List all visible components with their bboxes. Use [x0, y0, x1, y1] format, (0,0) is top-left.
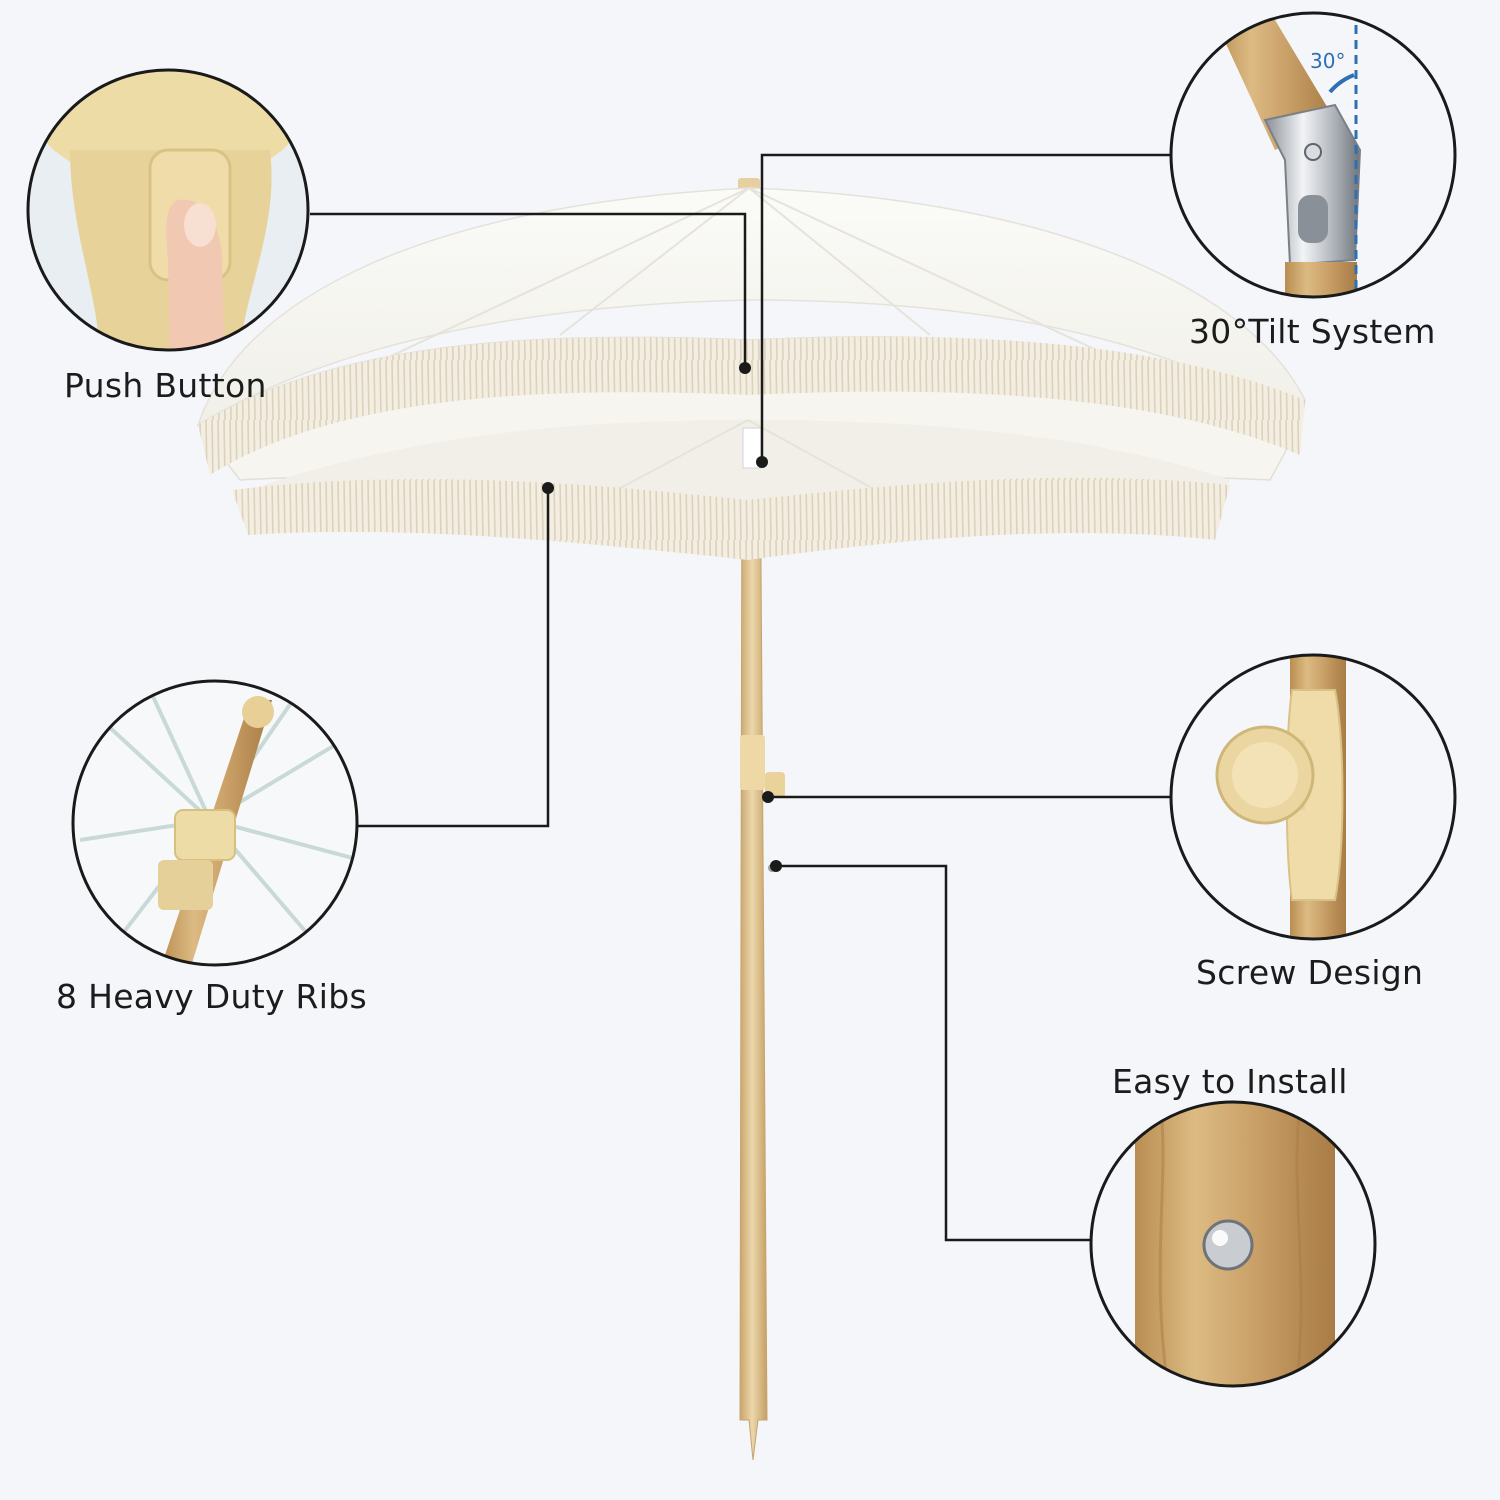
- callout-dots: [542, 362, 782, 872]
- callout-lines: [310, 153, 1172, 1242]
- detail-install: [1089, 1100, 1377, 1388]
- easy-install-label: Easy to Install: [1112, 1062, 1348, 1101]
- tilt-system-label: 30°Tilt System: [1189, 312, 1436, 351]
- detail-ribs: [71, 679, 359, 967]
- umbrella-fringe-upper: [198, 336, 1305, 475]
- umbrella: [196, 178, 1306, 1461]
- tilt-angle-label: 30°: [1310, 49, 1346, 73]
- umbrella-pole: [739, 419, 768, 1461]
- detail-tilt-system: [1169, 11, 1457, 299]
- detail-push-button: [26, 68, 310, 352]
- umbrella-fringe-lower: [232, 477, 1230, 560]
- push-button-label: Push Button: [64, 366, 267, 405]
- pole-screw-collar: [740, 735, 765, 790]
- detail-screw: [1169, 653, 1457, 941]
- screw-design-label: Screw Design: [1196, 953, 1424, 992]
- umbrella-canopy-back: [196, 187, 1306, 427]
- snap-pin: [1202, 1219, 1254, 1271]
- tilt-hinge: [1263, 103, 1362, 267]
- ribs-label: 8 Heavy Duty Ribs: [56, 977, 367, 1016]
